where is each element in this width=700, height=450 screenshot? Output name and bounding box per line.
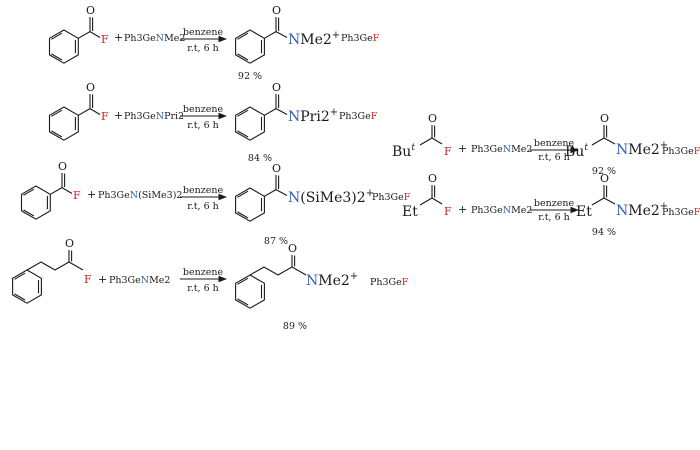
product-3-amine: N(SiMe3)2+ [288, 188, 374, 206]
byproduct-5: Ph3GeF [662, 146, 700, 157]
reactant-3-benzene-ring [20, 185, 51, 220]
reactant-6-oxygen: O [428, 172, 437, 185]
reactant-1-benzene-ring [48, 29, 79, 64]
conditions-solvent: benzene [183, 104, 224, 115]
reactant-1-acyl-fluoride [78, 17, 101, 39]
conditions-time: r.t, 6 h [187, 283, 219, 294]
yield-4: 89 % [283, 321, 307, 332]
product-6-ethyl: Et [576, 204, 592, 220]
product-4-chain [249, 255, 307, 276]
product-2-amide [264, 94, 288, 116]
reactant-6-ethyl: Et [402, 204, 418, 220]
plus-sign: + [87, 188, 96, 201]
reactant-6-acyl-fluoride [419, 185, 443, 206]
byproduct-3: Ph3GeF [372, 192, 411, 203]
conditions-time: r.t, 6 h [187, 120, 219, 131]
product-4-oxygen: O [288, 242, 297, 255]
reagent-2: Ph3GeNPri2 [124, 111, 184, 122]
product-1-amide [264, 17, 288, 39]
product-2-oxygen: O [272, 81, 281, 94]
byproduct-6: Ph3GeF [662, 207, 700, 218]
reactant-2-acyl-fluoride [78, 94, 101, 116]
product-5-oxygen: O [600, 112, 609, 125]
product-5-amine: NMe2+ [616, 140, 668, 158]
reaction-5 [419, 125, 616, 154]
byproduct-2: Ph3GeF [339, 111, 378, 122]
product-2-amine: NPri2+ [288, 107, 338, 125]
reaction-4 [12, 250, 307, 309]
yield-3: 87 % [264, 236, 288, 247]
reactant-4-chain [26, 250, 84, 271]
product-1-benzene-ring [235, 29, 265, 64]
reactant-2-fluorine: F [101, 110, 109, 123]
reagent-6: Ph3GeNMe2 [471, 205, 532, 216]
reaction-2 [48, 94, 288, 141]
plus-sign: + [114, 109, 123, 122]
product-1-amine: NMe2+ [288, 30, 340, 48]
reactant-3-fluorine: F [73, 189, 81, 202]
product-2-benzene-ring [235, 106, 265, 141]
product-1-oxygen: O [272, 4, 281, 17]
reactant-5-acyl-fluoride [419, 125, 443, 146]
reagent-3: Ph3GeN(SiMe3)2 [98, 190, 182, 201]
product-6-amine: NMe2+ [616, 201, 668, 219]
reagent-4: Ph3GeNMe2 [109, 275, 170, 286]
reaction-1 [48, 17, 288, 64]
yield-1: 92 % [238, 71, 262, 82]
product-4-benzene-ring [235, 274, 265, 309]
reagent-1: Ph3GeNMe2 [124, 33, 185, 44]
reactant-6-fluorine: F [444, 205, 452, 218]
reactant-1-oxygen: O [86, 4, 95, 17]
reaction-6 [419, 185, 616, 214]
yield-2: 84 % [248, 153, 272, 164]
product-5-amide [591, 125, 616, 146]
conditions-solvent: benzene [183, 185, 224, 196]
product-6-oxygen: O [600, 172, 609, 185]
yield-6: 94 % [592, 227, 616, 238]
product-5-tert-butyl: But [565, 143, 588, 160]
conditions-solvent: benzene [183, 27, 224, 38]
product-3-oxygen: O [272, 162, 281, 175]
conditions-time: r.t, 6 h [187, 43, 219, 54]
plus-sign: + [98, 273, 107, 286]
product-6-amide [591, 185, 616, 206]
reagent-5: Ph3GeNMe2 [471, 144, 532, 155]
reactant-4-oxygen: O [65, 237, 74, 250]
reaction-3 [20, 173, 288, 222]
plus-sign: + [114, 31, 123, 44]
conditions-solvent: benzene [534, 198, 575, 209]
reactant-5-fluorine: F [444, 145, 452, 158]
yield-5: 92 % [592, 166, 616, 177]
reactant-4-benzene-ring [12, 269, 42, 304]
reactant-3-acyl-fluoride [50, 173, 73, 195]
reactant-5-oxygen: O [428, 112, 437, 125]
plus-sign: + [458, 203, 467, 216]
reactant-5-tert-butyl: But [392, 143, 415, 160]
reactant-1-fluorine: F [101, 33, 109, 46]
byproduct-4: Ph3GeF [370, 277, 409, 288]
conditions-time: r.t, 6 h [538, 152, 570, 163]
product-4-amine: NMe2+ [306, 271, 358, 289]
product-3-benzene-ring [235, 187, 265, 222]
conditions-solvent: benzene [534, 138, 575, 149]
conditions-solvent: benzene [183, 267, 224, 278]
reactant-2-benzene-ring [48, 106, 79, 141]
byproduct-1: Ph3GeF [341, 33, 380, 44]
reactant-4-fluorine: F [84, 273, 92, 286]
conditions-time: r.t, 6 h [538, 212, 570, 223]
reactant-2-oxygen: O [86, 81, 95, 94]
plus-sign: + [458, 142, 467, 155]
conditions-time: r.t, 6 h [187, 201, 219, 212]
product-3-amide [264, 175, 288, 197]
reactant-3-oxygen: O [58, 160, 67, 173]
